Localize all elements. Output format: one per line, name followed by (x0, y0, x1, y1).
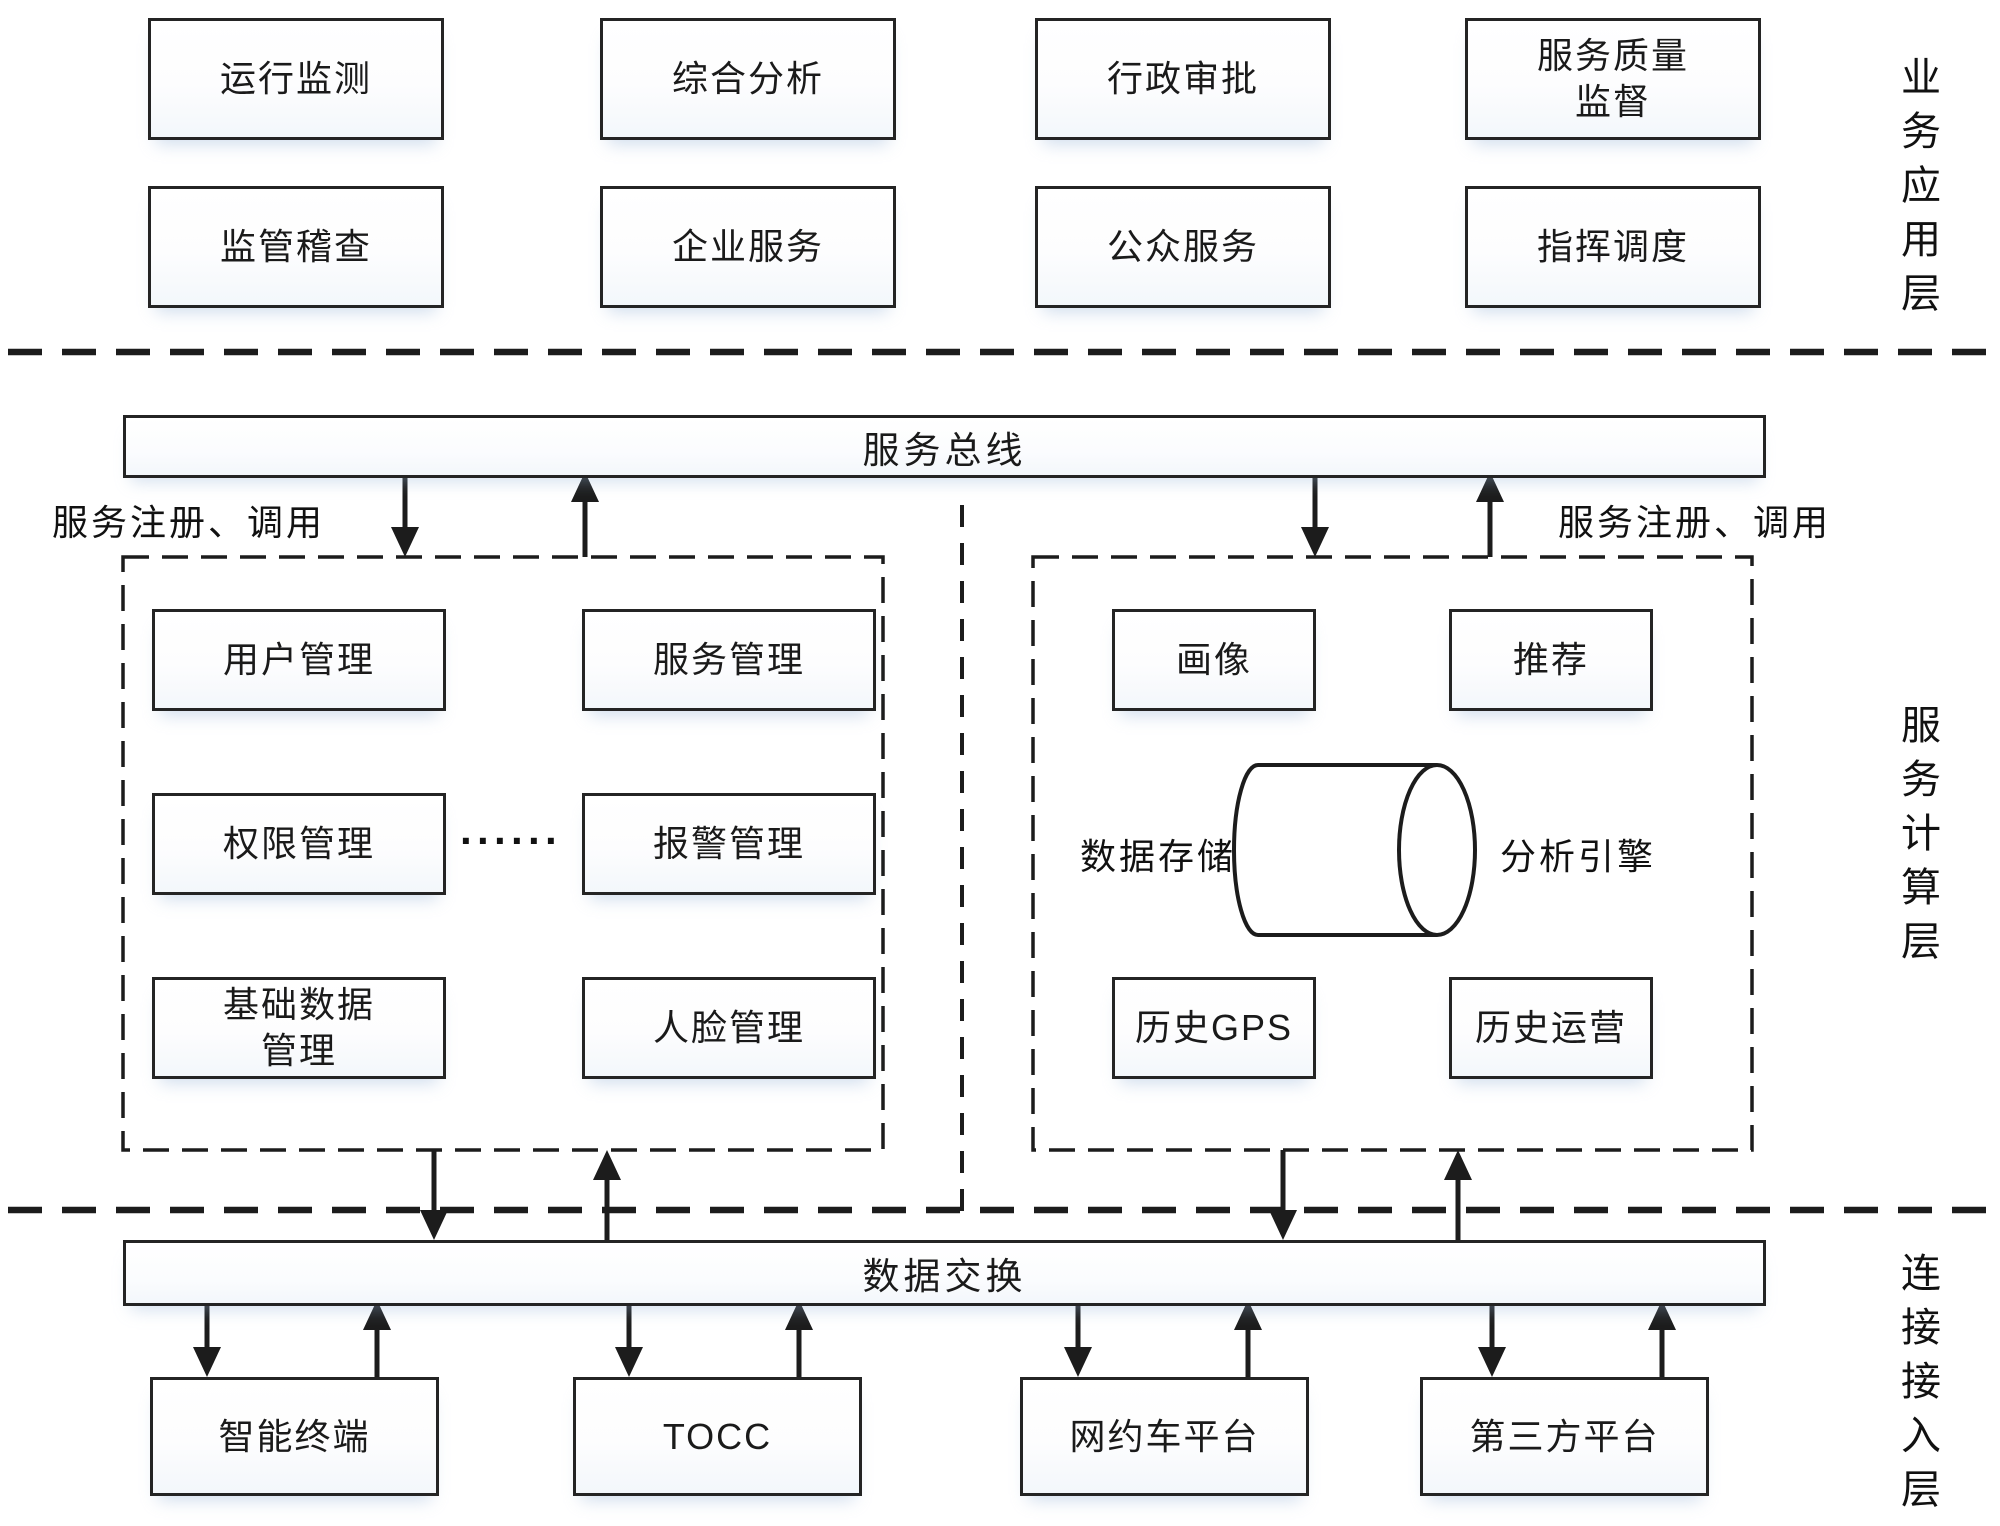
box-label: 智能终端 (218, 1415, 371, 1457)
arrow-head (1476, 472, 1504, 502)
arrow-up-icon (593, 1150, 621, 1240)
arrow-up-icon (1648, 1300, 1676, 1377)
app-box-supervision-inspection: 监管稽查 (148, 186, 444, 308)
arrow-down-icon (420, 1150, 448, 1240)
box-label: 报警管理 (652, 823, 805, 864)
data-services-dashed-group (1031, 555, 1754, 1152)
app-box-administrative-approval: 行政审批 (1035, 18, 1331, 140)
layer-label-service-computing: 服务计算层 (1895, 704, 1939, 974)
arrow-up-icon (571, 472, 599, 557)
arrow-head (1269, 1210, 1297, 1240)
arrow-up-icon (363, 1300, 391, 1377)
arrow-down-icon (391, 472, 419, 557)
source-box-third-party-platform: 第三方平台 (1420, 1377, 1709, 1496)
svc-box-service-management: 服务管理 (582, 609, 876, 711)
arrow-head (391, 527, 419, 557)
svc-box-alarm-management: 报警管理 (582, 793, 876, 895)
data-box-portrait: 画像 (1112, 609, 1316, 711)
box-label: 公众服务 (1106, 226, 1259, 267)
arrow-head (363, 1300, 391, 1330)
app-box-operation-monitoring: 运行监测 (148, 18, 444, 140)
source-box-smart-terminal: 智能终端 (150, 1377, 439, 1496)
box-label: 运行监测 (219, 58, 372, 99)
data-exchange-bar: 数据交换 (123, 1240, 1766, 1306)
service-register-call-note-left: 服务注册、调用 (52, 502, 326, 543)
bar-label: 服务总线 (862, 429, 1027, 471)
app-box-service-quality-supervision: 服务质量 监督 (1465, 18, 1761, 140)
arrow-down-icon (1064, 1300, 1092, 1377)
box-label: 人脸管理 (652, 1007, 805, 1048)
box-label: 权限管理 (222, 823, 375, 864)
box-label: 服务质量 监督 (1536, 35, 1689, 122)
arrow-down-icon (1478, 1300, 1506, 1377)
data-box-history-operation: 历史运营 (1449, 977, 1653, 1079)
app-box-comprehensive-analysis: 综合分析 (600, 18, 896, 140)
box-label: 综合分析 (671, 58, 824, 99)
service-bus-bar: 服务总线 (123, 415, 1766, 478)
layer-label-business-application: 业务应用层 (1895, 56, 1939, 326)
database-cylinder-icon (1232, 763, 1477, 937)
arrow-up-icon (1444, 1150, 1472, 1240)
data-box-recommendation: 推荐 (1449, 609, 1653, 711)
cylinder-body (1232, 763, 1437, 937)
box-label: 行政审批 (1106, 58, 1259, 99)
arrow-down-icon (193, 1300, 221, 1377)
box-label: 监管稽查 (219, 226, 372, 267)
more-services-ellipsis: ······ (460, 817, 562, 864)
arrow-down-icon (1301, 472, 1329, 557)
box-label: 基础数据 管理 (222, 984, 375, 1071)
arrow-head (1301, 527, 1329, 557)
arrow-up-icon (785, 1300, 813, 1377)
arrow-head (615, 1347, 643, 1377)
arrow-head (1444, 1150, 1472, 1180)
arrow-group (193, 472, 1676, 1377)
svc-box-permission-management: 权限管理 (152, 793, 446, 895)
arrow-head (785, 1300, 813, 1330)
cylinder-end-cap (1397, 763, 1477, 937)
service-register-call-note-right: 服务注册、调用 (1558, 502, 1832, 543)
svc-box-user-management: 用户管理 (152, 609, 446, 711)
app-box-public-service: 公众服务 (1035, 186, 1331, 308)
box-label: 历史GPS (1134, 1007, 1294, 1048)
box-label: 历史运营 (1474, 1007, 1627, 1048)
box-label: 第三方平台 (1469, 1415, 1660, 1457)
data-storage-label: 数据存储 (1079, 836, 1236, 877)
platform-services-dashed-group (121, 555, 885, 1152)
arrow-down-icon (1269, 1150, 1297, 1240)
source-box-ride-hailing-platform: 网约车平台 (1020, 1377, 1309, 1496)
box-label: 推荐 (1512, 639, 1589, 680)
svc-box-basic-data-management: 基础数据 管理 (152, 977, 446, 1079)
arrow-head (193, 1347, 221, 1377)
source-box-tocc: TOCC (573, 1377, 862, 1496)
box-label: 画像 (1175, 639, 1252, 680)
arrow-up-icon (1234, 1300, 1262, 1377)
box-label: 服务管理 (652, 639, 805, 680)
arrow-down-icon (615, 1300, 643, 1377)
arrow-head (1648, 1300, 1676, 1330)
box-label: 网约车平台 (1069, 1415, 1260, 1457)
analysis-engine-label: 分析引擎 (1500, 836, 1657, 877)
arrow-head (1234, 1300, 1262, 1330)
arrow-up-icon (1476, 472, 1504, 557)
box-label: 企业服务 (671, 226, 824, 267)
data-box-history-gps: 历史GPS (1112, 977, 1316, 1079)
bar-label: 数据交换 (862, 1256, 1027, 1297)
app-box-enterprise-service: 企业服务 (600, 186, 896, 308)
box-label: TOCC (662, 1415, 773, 1457)
app-box-command-dispatch: 指挥调度 (1465, 186, 1761, 308)
arrow-head (1478, 1347, 1506, 1377)
svc-box-face-management: 人脸管理 (582, 977, 876, 1079)
arrow-head (571, 472, 599, 502)
box-label: 用户管理 (222, 639, 375, 680)
arrow-head (593, 1150, 621, 1180)
layer-label-connection-access: 连接接入层 (1895, 1252, 1939, 1522)
arrow-head (1064, 1347, 1092, 1377)
arrow-head (420, 1210, 448, 1240)
box-label: 指挥调度 (1536, 226, 1689, 267)
